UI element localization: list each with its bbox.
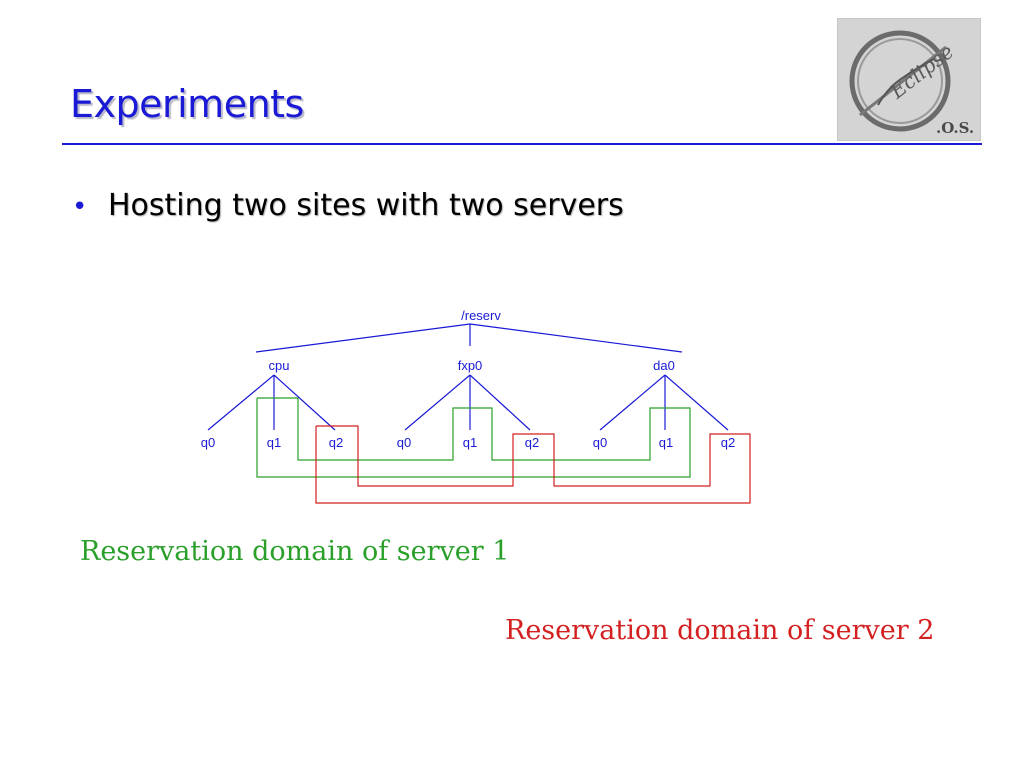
server2-domain-outline <box>315 425 751 504</box>
queue-node-cpu-q2: q2 <box>329 435 343 450</box>
device-node-fxp0: fxp0 <box>458 358 483 373</box>
bullet-text: Hosting two sites with two servers <box>108 188 624 223</box>
queue-node-cpu-q0: q0 <box>201 435 215 450</box>
server1-domain-outline <box>256 397 691 478</box>
svg-text:.O.S.: .O.S. <box>936 119 974 137</box>
queue-node-da0-q1: q1 <box>659 435 673 450</box>
server1-domain-label: Reservation domain of server 1 <box>80 536 510 567</box>
server2-domain-label: Reservation domain of server 2 <box>505 615 935 646</box>
root-node-label: /reserv <box>461 308 501 323</box>
queue-node-fxp0-q1: q1 <box>463 435 477 450</box>
slide-title: Experiments <box>70 82 304 126</box>
bullet-item: • Hosting two sites with two servers <box>72 188 624 223</box>
queue-node-fxp0-q0: q0 <box>397 435 411 450</box>
device-node-da0: da0 <box>653 358 675 373</box>
device-node-cpu: cpu <box>269 358 290 373</box>
tree-edges <box>207 323 729 431</box>
company-logo: Eclipse .O.S. <box>837 18 981 141</box>
eclipse-os-logo-icon: Eclipse .O.S. <box>849 30 974 137</box>
queue-node-da0-q0: q0 <box>593 435 607 450</box>
queue-node-fxp0-q2: q2 <box>525 435 539 450</box>
queue-node-da0-q2: q2 <box>721 435 735 450</box>
bullet-dot-icon: • <box>72 192 88 222</box>
title-divider <box>62 143 982 145</box>
queue-node-cpu-q1: q1 <box>267 435 281 450</box>
